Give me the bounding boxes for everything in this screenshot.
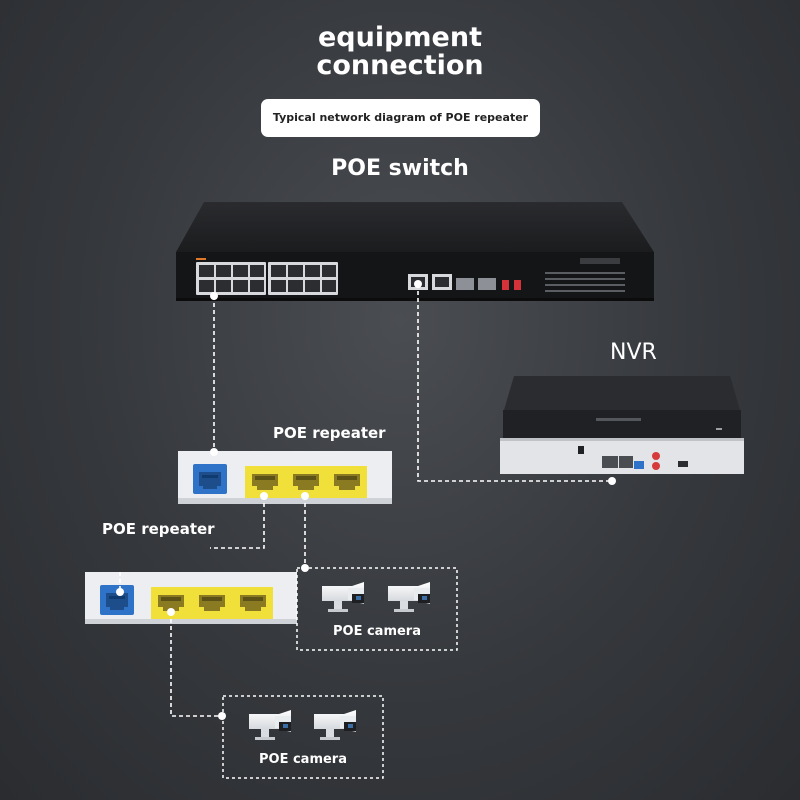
poe-camera-group-2-label: POE camera [258,752,347,767]
camera-icon [322,582,364,612]
nvr-icon [500,376,744,474]
title-line-2: connection [316,50,484,81]
poe-repeater-2-label: POE repeater [102,520,215,538]
page-title: equipment connection [0,24,800,80]
subtitle-text: Typical network diagram of POE repeater [272,111,529,124]
poe-camera-group-1-label: POE camera [332,624,421,639]
subtitle-box: Typical network diagram of POE repeater [261,99,540,137]
camera-icon [249,710,291,740]
poe-repeater-1-label: POE repeater [273,424,386,442]
poe-switch-label: POE switch [331,156,469,181]
nvr-label: NVR [610,340,657,365]
camera-icon [388,582,430,612]
title-line-1: equipment [317,22,483,53]
connection-lines [119,284,612,717]
camera-group-2-box [222,695,384,779]
camera-icon [314,710,356,740]
poe-switch-icon [176,202,654,301]
poe-repeater-2-icon [85,572,297,624]
poe-repeater-1-icon [178,451,392,504]
connection-dots [116,280,616,720]
camera-group-1-box [296,567,458,651]
